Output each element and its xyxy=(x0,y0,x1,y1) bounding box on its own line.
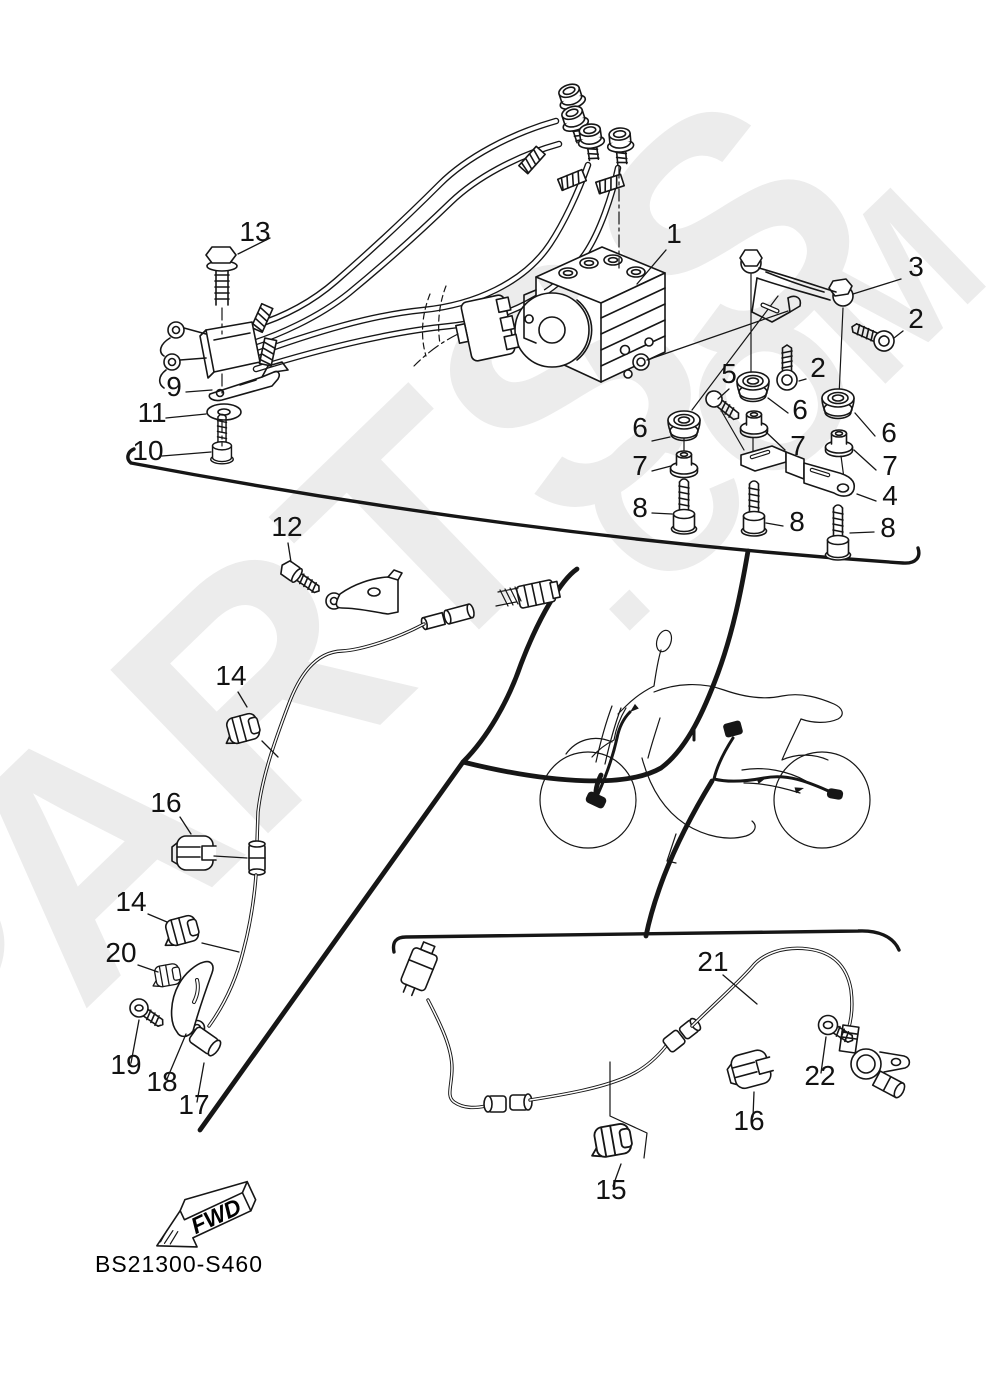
axis-lines xyxy=(221,165,620,447)
line-art: FWD xyxy=(126,80,921,1248)
callout-6: 6 xyxy=(792,394,808,425)
abs-unit xyxy=(455,246,666,383)
callout-3: 3 xyxy=(908,251,924,282)
drawing-code: BS21300-S460 xyxy=(95,1251,263,1277)
motorcycle-sketch xyxy=(539,629,871,864)
grommet-6-right xyxy=(821,388,855,420)
callout-18: 18 xyxy=(146,1066,177,1097)
callout-15: 15 xyxy=(595,1174,626,1205)
callout-2: 2 xyxy=(908,303,924,334)
callout-20: 20 xyxy=(105,937,136,968)
callout-6: 6 xyxy=(632,412,648,443)
callout-19: 19 xyxy=(110,1049,141,1080)
abs-connector xyxy=(455,294,520,362)
hose-joint-group xyxy=(158,246,289,465)
grommet-6-left xyxy=(667,410,701,442)
callout-13: 13 xyxy=(239,216,270,247)
clamp-16-upper xyxy=(171,835,217,871)
callout-7: 7 xyxy=(882,450,898,481)
cable-boot xyxy=(248,840,266,876)
callout-22: 22 xyxy=(804,1060,835,1091)
callout-1: 1 xyxy=(666,218,682,249)
callout-16: 16 xyxy=(733,1105,764,1136)
callout-16: 16 xyxy=(150,787,181,818)
callout-11: 11 xyxy=(137,397,166,428)
callout-8: 8 xyxy=(789,506,805,537)
callout-6: 6 xyxy=(881,417,897,448)
callout-8: 8 xyxy=(632,492,648,523)
clamp-15 xyxy=(586,1121,635,1161)
callout-14: 14 xyxy=(215,660,246,691)
bolt-8-right xyxy=(824,504,852,561)
mount-cluster xyxy=(646,249,899,561)
bracket-4 xyxy=(740,445,856,497)
screw-19 xyxy=(129,998,164,1027)
callout-4: 4 xyxy=(882,480,898,511)
washer-11 xyxy=(206,403,242,421)
brake-hose-assembly xyxy=(239,80,636,373)
callout-7: 7 xyxy=(632,450,648,481)
fwd-label: FWD xyxy=(187,1193,245,1239)
rear-wheel-sensor xyxy=(838,1024,911,1099)
cable-sleeve-mid xyxy=(483,1093,533,1113)
grommet-6-mid xyxy=(736,371,770,403)
leader-lines xyxy=(130,237,904,1187)
callout-21: 21 xyxy=(697,946,728,977)
bolt-13 xyxy=(205,246,238,306)
callout-9: 9 xyxy=(166,371,182,402)
leader-curves xyxy=(197,548,751,1133)
callout-12: 12 xyxy=(271,511,302,542)
bracket-9 xyxy=(208,361,289,402)
callout-10: 10 xyxy=(132,435,163,466)
callout-8: 8 xyxy=(880,512,896,543)
sensor-stay xyxy=(325,569,403,615)
callout-17: 17 xyxy=(178,1089,209,1120)
rear-sensor-lead xyxy=(400,941,911,1161)
bolt-12 xyxy=(280,560,320,594)
fwd-arrow: FWD xyxy=(156,1180,257,1248)
front-sensor-connector xyxy=(515,579,561,609)
callout-7: 7 xyxy=(790,430,806,461)
bracket-18 xyxy=(170,960,214,1038)
callout-2: 2 xyxy=(810,352,826,383)
front-sensor-lead xyxy=(129,579,561,1057)
bolt-22 xyxy=(817,1014,854,1043)
rear-sensor-connector xyxy=(400,941,438,997)
callout-14: 14 xyxy=(115,886,146,917)
panel-outlines xyxy=(126,447,921,954)
callout-5: 5 xyxy=(721,358,737,389)
bracket-3 xyxy=(739,249,854,323)
position-flag xyxy=(609,1061,648,1159)
screw-5 xyxy=(705,390,740,421)
clamp-16-lower xyxy=(723,1046,777,1093)
stay-12-group xyxy=(280,560,403,615)
